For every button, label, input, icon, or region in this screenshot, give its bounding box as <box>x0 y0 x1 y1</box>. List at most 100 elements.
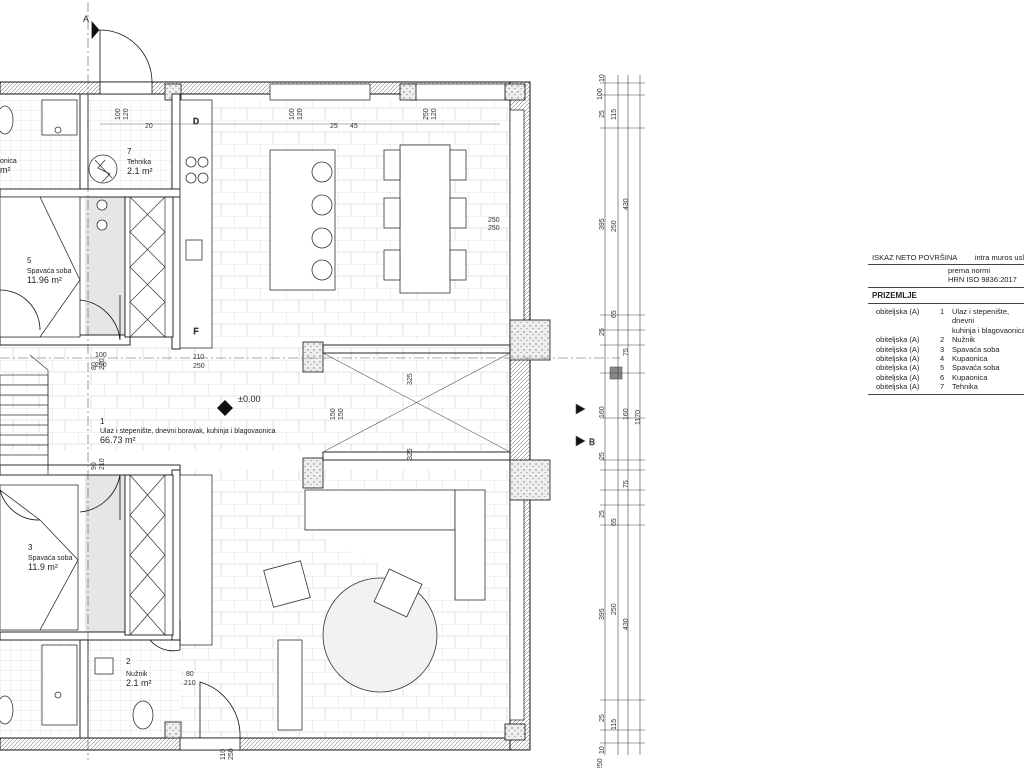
svg-text:25: 25 <box>599 714 606 722</box>
svg-text:250: 250 <box>597 758 604 768</box>
section-mark-a: A <box>83 14 89 24</box>
svg-text:20: 20 <box>145 123 153 130</box>
legend-title: ISKAZ NETO POVRŠINA <box>872 253 958 262</box>
svg-text:75: 75 <box>623 348 630 356</box>
room-7-name: Tehnika <box>127 159 151 166</box>
legend-norm-line1: prema normi <box>948 266 991 275</box>
legend-header: ISKAZ NETO POVRŠINA intra muros usl <box>868 251 1024 265</box>
svg-text:250: 250 <box>193 363 205 370</box>
svg-text:45: 45 <box>350 123 358 130</box>
room-5-name: Spavaća soba <box>27 268 71 275</box>
svg-text:160: 160 <box>599 406 606 418</box>
svg-text:210: 210 <box>99 358 106 370</box>
area-legend-table: ISKAZ NETO POVRŠINA intra muros usl prem… <box>868 251 1024 395</box>
elevation-label: ±0.00 <box>238 394 260 404</box>
right-dimension-chain <box>600 75 645 755</box>
svg-text:25: 25 <box>330 123 338 130</box>
svg-text:10: 10 <box>599 746 606 754</box>
svg-text:80: 80 <box>91 362 98 370</box>
room-1-area: 66.73 m² <box>100 435 136 445</box>
wardrobes <box>129 196 166 636</box>
svg-text:250: 250 <box>488 217 500 224</box>
dishwasher-label: D <box>193 117 199 126</box>
svg-text:100: 100 <box>597 88 604 100</box>
kitchen: D F <box>179 99 467 349</box>
svg-text:65: 65 <box>611 310 618 318</box>
svg-text:250: 250 <box>488 225 500 232</box>
room-2-name: Nužnik <box>126 671 148 678</box>
legend-row: kuhinja i blagovaonica <box>952 325 1024 335</box>
section-line-b: B <box>0 357 623 447</box>
svg-text:65: 65 <box>611 518 618 526</box>
svg-text:25: 25 <box>599 328 606 336</box>
room-3-area: 11.9 m² <box>28 562 58 572</box>
room-1-number: 1 <box>100 417 105 426</box>
legend-norm-line2: HRN ISO 9836:2017 <box>948 275 1017 284</box>
right-dimension-labels: 10 25 115 395 250 430 65 25 75 160 160 1… <box>599 74 642 754</box>
living-furniture <box>179 474 486 731</box>
svg-text:75: 75 <box>623 480 630 488</box>
svg-text:395: 395 <box>599 218 606 230</box>
legend-section: PRIZEMLJE <box>868 288 1024 304</box>
section-mark-b: B <box>589 437 595 447</box>
svg-text:115: 115 <box>611 109 618 120</box>
room-1-name: Ulaz i stepenište, dnevni boravak, kuhin… <box>100 428 276 435</box>
svg-text:430: 430 <box>623 198 630 210</box>
inner-dimensions: 80 210 90 210 80 210 110 250 325 150 150… <box>91 88 604 768</box>
svg-text:250: 250 <box>95 362 107 369</box>
room-2-area: 2.1 m² <box>126 678 152 688</box>
doors <box>0 2 241 760</box>
top-dimensions: 100 120 20 100 120 25 45 250 120 <box>100 108 500 130</box>
fridge-label: F <box>194 327 199 336</box>
svg-text:250: 250 <box>228 748 235 760</box>
stairs <box>0 354 49 476</box>
svg-text:1170: 1170 <box>635 410 642 425</box>
svg-text:115: 115 <box>611 719 618 730</box>
room-5-number: 5 <box>27 256 32 265</box>
svg-text:90: 90 <box>91 462 98 470</box>
svg-text:120: 120 <box>297 108 304 120</box>
svg-text:120: 120 <box>123 108 130 120</box>
svg-text:325: 325 <box>407 448 414 460</box>
room-2-number: 2 <box>126 657 131 666</box>
room-5-area: 11.96 m² <box>27 275 62 285</box>
room-3-number: 3 <box>28 543 33 552</box>
room-7-number: 7 <box>127 147 132 156</box>
svg-text:110: 110 <box>220 749 227 760</box>
room-6-area: m² <box>0 165 11 175</box>
svg-text:210: 210 <box>184 680 196 687</box>
beds <box>0 196 81 631</box>
room-labels: 1 Ulaz i stepenište, dnevni boravak, kuh… <box>0 147 276 688</box>
svg-text:110: 110 <box>193 354 204 361</box>
svg-text:80: 80 <box>186 671 194 678</box>
svg-text:100: 100 <box>289 108 296 120</box>
elevation-marker: ±0.00 <box>217 394 260 416</box>
room-3-name: Spavaća soba <box>28 555 72 562</box>
svg-text:10: 10 <box>599 74 606 82</box>
svg-text:25: 25 <box>599 110 606 118</box>
svg-text:250: 250 <box>423 108 430 120</box>
svg-text:150: 150 <box>330 408 337 420</box>
svg-text:25: 25 <box>599 452 606 460</box>
svg-text:325: 325 <box>407 373 414 385</box>
room-6-name: onica <box>0 158 17 165</box>
outer-walls <box>0 81 551 751</box>
svg-text:120: 120 <box>431 108 438 120</box>
svg-text:430: 430 <box>623 618 630 630</box>
svg-text:250: 250 <box>611 603 618 615</box>
svg-text:160: 160 <box>623 408 630 420</box>
svg-text:395: 395 <box>599 608 606 620</box>
legend-title-right: intra muros usl <box>974 253 1024 262</box>
svg-text:210: 210 <box>99 458 106 470</box>
svg-text:100: 100 <box>115 108 122 120</box>
svg-text:25: 25 <box>599 510 606 518</box>
svg-text:150: 150 <box>338 408 345 420</box>
